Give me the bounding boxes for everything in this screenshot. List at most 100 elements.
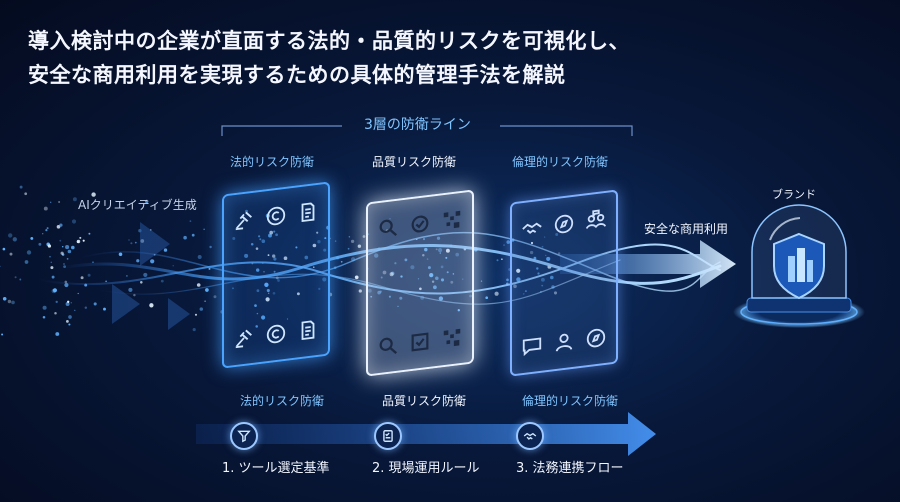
particle-dot (277, 279, 280, 282)
particle-dot (50, 266, 54, 270)
bracket-title: 3層の防衛ライン (364, 117, 471, 133)
checklist-icon (374, 422, 402, 450)
particle-dot (192, 328, 196, 332)
step-3-label: 3. 法務連携フロー (516, 461, 624, 476)
particle-dot (232, 287, 234, 290)
people-chat-icon (584, 207, 608, 234)
particle-dot (70, 302, 72, 304)
particle-dot (128, 239, 130, 241)
particle-dot (138, 229, 142, 233)
particle-dot (19, 185, 23, 189)
particle-dot (522, 292, 525, 295)
particle-dot (254, 304, 257, 307)
particle-dot (540, 277, 545, 282)
particle-dot (204, 300, 206, 303)
particle-dot (59, 223, 63, 227)
particle-dot (267, 254, 270, 257)
particle-dot (50, 261, 53, 264)
particle-dot (304, 255, 309, 260)
particle-dot (56, 224, 61, 229)
particle-dot (65, 302, 70, 306)
quality-layer-bottom-label: 品質リスク防衛 (382, 394, 467, 408)
particle-dot (546, 256, 551, 261)
particle-dot (55, 300, 58, 304)
particle-dot (255, 325, 258, 328)
person-icon (552, 329, 576, 356)
particle-stream (0, 185, 561, 336)
particle-dot (537, 272, 540, 275)
particle-dot (68, 323, 71, 326)
particle-dot (196, 283, 201, 287)
particle-dot (399, 296, 403, 300)
particle-dot (429, 272, 434, 278)
particle-dot (130, 242, 133, 245)
copyright-icon (264, 321, 288, 348)
particle-dot (24, 260, 29, 264)
magnifier-icon (376, 214, 400, 241)
pixel-icon (440, 325, 464, 352)
particle-dot (326, 225, 330, 230)
particle-dot (9, 252, 13, 256)
particle-dot (66, 320, 69, 323)
particle-dot (312, 243, 317, 248)
particle-dot (503, 244, 506, 247)
compass-icon (584, 325, 608, 352)
particle-dot (501, 258, 503, 261)
particle-dot (529, 250, 534, 255)
particle-dot (431, 280, 435, 283)
legal-layer-top-label: 法的リスク防衛 (230, 155, 315, 169)
particle-dot (273, 270, 276, 273)
particle-dot (222, 243, 224, 245)
headline: 導入検討中の企業が直面する法的・品質的リスクを可視化し、 安全な商用利用を実現す… (28, 24, 888, 92)
particle-dot (283, 256, 288, 261)
particle-dot (203, 228, 205, 230)
particle-dot (440, 278, 445, 282)
filter-icon (230, 422, 258, 450)
particle-dot (508, 268, 511, 271)
particle-dot (79, 236, 82, 239)
particle-dot (2, 247, 6, 251)
particle-dot (197, 255, 202, 259)
particle-dot (541, 284, 544, 287)
source-label: AIクリエイティブ生成 (78, 198, 197, 212)
particle-dot (67, 300, 70, 303)
particle-dot (438, 248, 443, 253)
particle-dot (317, 240, 321, 244)
particle-dot (316, 231, 319, 234)
particle-dot (38, 242, 42, 246)
gavel-icon (232, 206, 256, 233)
particle-dot (394, 262, 397, 265)
layer-bracket (221, 125, 633, 136)
particle-dot (506, 240, 511, 244)
particle-dot (543, 236, 546, 238)
particle-dot (92, 261, 94, 263)
particle-dot (264, 282, 269, 287)
particle-dot (328, 292, 333, 297)
particle-dot (455, 252, 460, 257)
particle-dot (8, 233, 13, 238)
particle-dot (452, 273, 455, 275)
particle-dot (367, 233, 370, 236)
particle-dot (268, 292, 270, 294)
brand-label: ブランド (772, 188, 816, 201)
particle-dot (103, 307, 106, 311)
particle-dot (134, 241, 137, 244)
handshake-icon (516, 422, 544, 450)
gavel-icon (232, 324, 256, 351)
particle-dot (367, 288, 372, 293)
particle-dot (513, 284, 517, 289)
particle-dot (389, 218, 391, 220)
particle-dot (389, 272, 394, 277)
particle-dot (63, 263, 65, 265)
headline-line-1: 導入検討中の企業が直面する法的・品質的リスクを可視化し、 (28, 29, 630, 53)
particle-dot (55, 332, 60, 336)
particle-dot (149, 303, 154, 308)
handshake-icon (520, 214, 544, 241)
particle-dot (126, 275, 128, 277)
particle-dot (82, 239, 85, 242)
particle-dot (42, 315, 46, 319)
particle-dot (19, 278, 22, 281)
particle-dot (439, 252, 441, 254)
particle-dot (322, 277, 327, 282)
